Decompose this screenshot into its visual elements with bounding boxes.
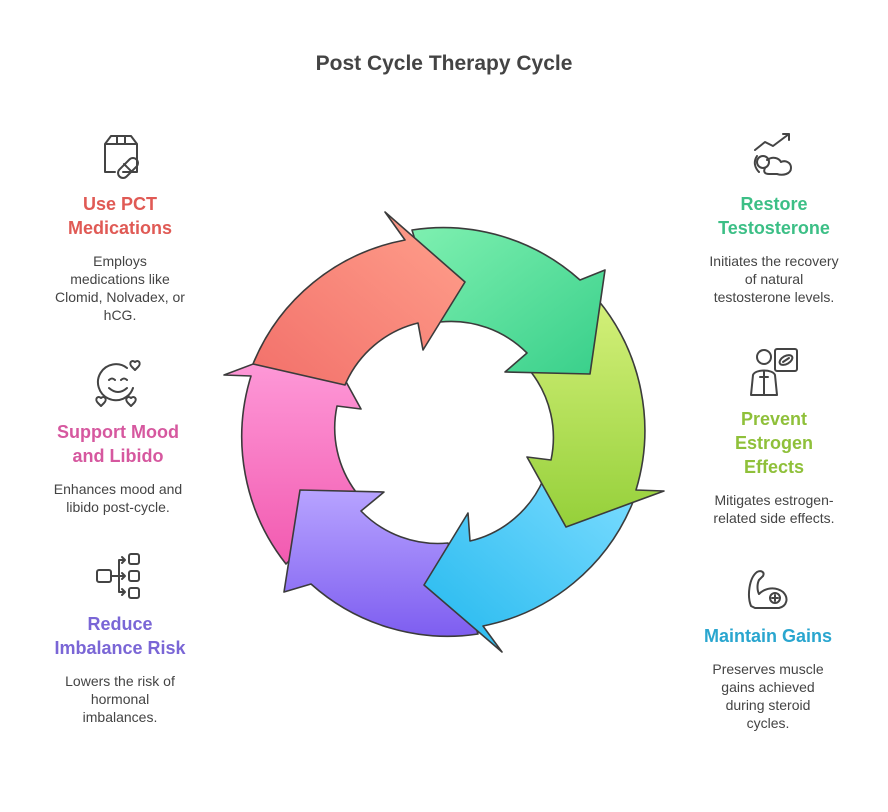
step-label: Support Mood and Libido — [57, 422, 179, 466]
step-reduce-imbalance: Reduce Imbalance Risk Lowers the risk of… — [30, 550, 210, 726]
step-prevent-estrogen: Prevent Estrogen Effects Mitigates estro… — [684, 345, 864, 527]
distribution-icon — [96, 553, 140, 599]
step-description: Preserves muscle gains achieved during s… — [712, 661, 824, 731]
arrow-restore-testosterone — [411, 226, 606, 375]
step-label: Maintain Gains — [703, 626, 833, 646]
step-description: Initiates the recovery of natural testos… — [709, 253, 839, 305]
arrow-reduce-imbalance — [283, 489, 479, 638]
step-description: Mitigates estrogen- related side effects… — [713, 492, 835, 526]
diagram-title: Post Cycle Therapy Cycle — [315, 52, 573, 75]
step-restore-testosterone: Restore Testosterone Initiates the recov… — [684, 130, 864, 306]
flexed-arm-icon — [748, 570, 788, 609]
step-description: Employs medications like Clomid, Nolvade… — [55, 253, 185, 323]
medication-box-icon — [104, 135, 139, 179]
step-support-mood: Support Mood and Libido Enhances mood an… — [28, 358, 208, 516]
doctor-pill-icon — [750, 348, 798, 396]
step-label: Use PCT Medications — [67, 194, 173, 238]
step-description: Lowers the risk of hormonal imbalances. — [65, 673, 175, 725]
arrow-use-pct — [252, 211, 466, 386]
step-label: Restore Testosterone — [718, 194, 830, 238]
step-label: Prevent Estrogen Effects — [734, 409, 813, 477]
step-use-pct: Use PCT Medications Employs medications … — [30, 130, 210, 324]
smiley-hearts-icon — [95, 359, 141, 407]
step-description: Enhances mood and libido post-cycle. — [53, 481, 183, 515]
rising-trend-icon — [753, 133, 792, 176]
step-maintain-gains: Maintain Gains Preserves muscle gains ac… — [678, 562, 858, 732]
step-label: Reduce Imbalance Risk — [54, 614, 186, 658]
